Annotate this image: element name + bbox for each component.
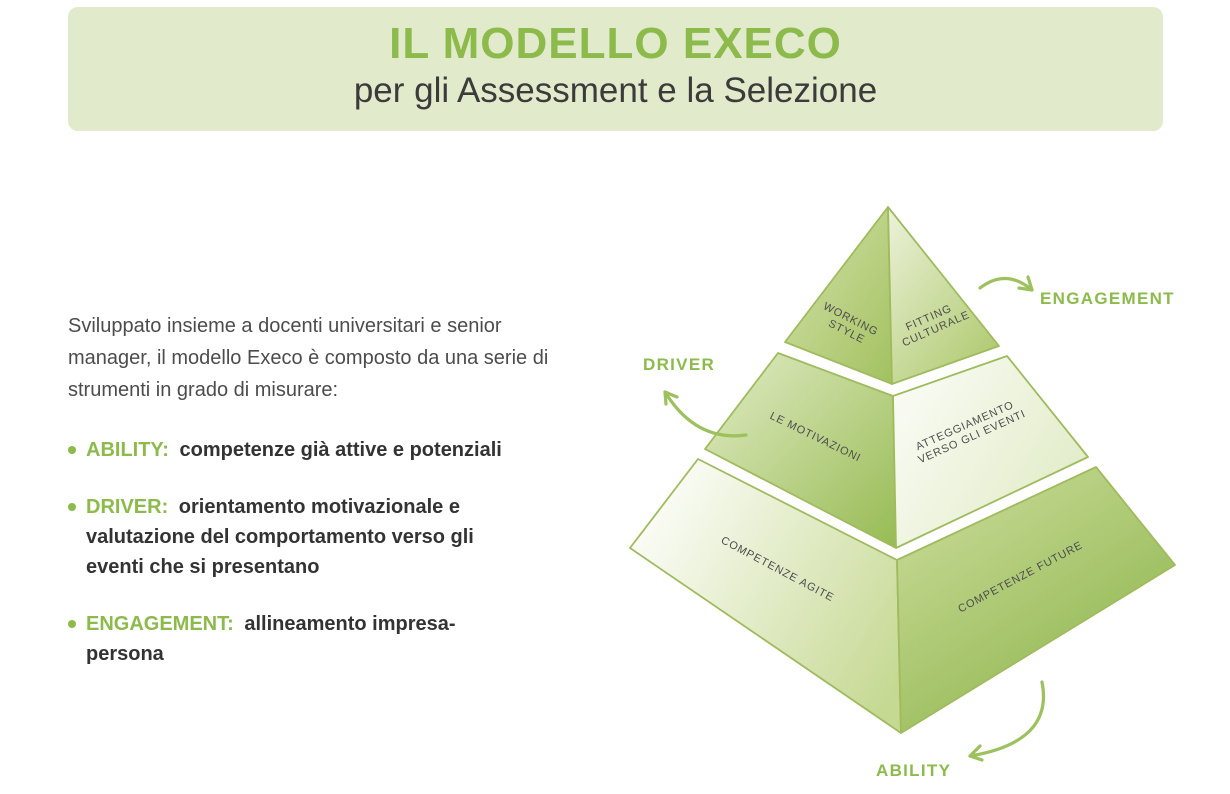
bullet-list: ABILITY: competenze già attive e potenzi… [68, 435, 565, 669]
ability-arrow-icon [968, 680, 1045, 758]
bullet-dot [68, 503, 76, 511]
bullet-item-driver: DRIVER: orientamento motivazionale e val… [68, 492, 530, 582]
page-subtitle: per gli Assessment e la Selezione [353, 71, 878, 110]
bullet-text-ability: competenze già attive e potenziali [179, 439, 502, 461]
engagement-label: ENGAGEMENT [1040, 289, 1175, 308]
driver-arrow-icon [663, 390, 748, 438]
pyramid-face-top-right [887, 206, 1000, 385]
pyramid-diagram: WORKING STYLE FITTING CULTURALE LE MOTIV… [608, 190, 1230, 794]
intro-section: Sviluppato insieme a docenti universitar… [68, 310, 565, 696]
ability-arrowhead-icon [968, 744, 984, 762]
intro-paragraph: Sviluppato insieme a docenti universitar… [68, 315, 549, 401]
pyramid-face-bottom-right [896, 466, 1176, 734]
driver-label: DRIVER [643, 355, 715, 374]
bullet-dot [68, 620, 76, 628]
bullet-label-engagement: ENGAGEMENT: [86, 613, 234, 635]
ability-label: ABILITY [876, 761, 951, 780]
bullet-label-driver: DRIVER: [86, 496, 169, 518]
bullet-text-driver: orientamento motivazionale e valutazione… [86, 496, 474, 578]
bullet-label-ability: ABILITY: [86, 439, 169, 461]
driver-arrowhead-icon [663, 390, 679, 406]
pyramid-svg: WORKING STYLE FITTING CULTURALE LE MOTIV… [629, 206, 1176, 780]
engagement-arrow-icon [978, 276, 1034, 292]
bullet-dot [68, 446, 76, 454]
bullet-item-ability: ABILITY: competenze già attive e potenzi… [68, 435, 530, 465]
bullet-item-engagement: ENGAGEMENT: allineamento impresa-persona [68, 609, 530, 669]
engagement-arrowhead-icon [1017, 275, 1034, 292]
pyramid-face-mid-right [892, 355, 1089, 549]
header-banner: IL MODELLO EXECO per gli Assessment e la… [68, 7, 1163, 131]
bullet-text-engagement: allineamento impresa-persona [86, 613, 456, 665]
pyramid-face-top-left [784, 206, 893, 385]
page-title: IL MODELLO EXECO [389, 19, 842, 68]
